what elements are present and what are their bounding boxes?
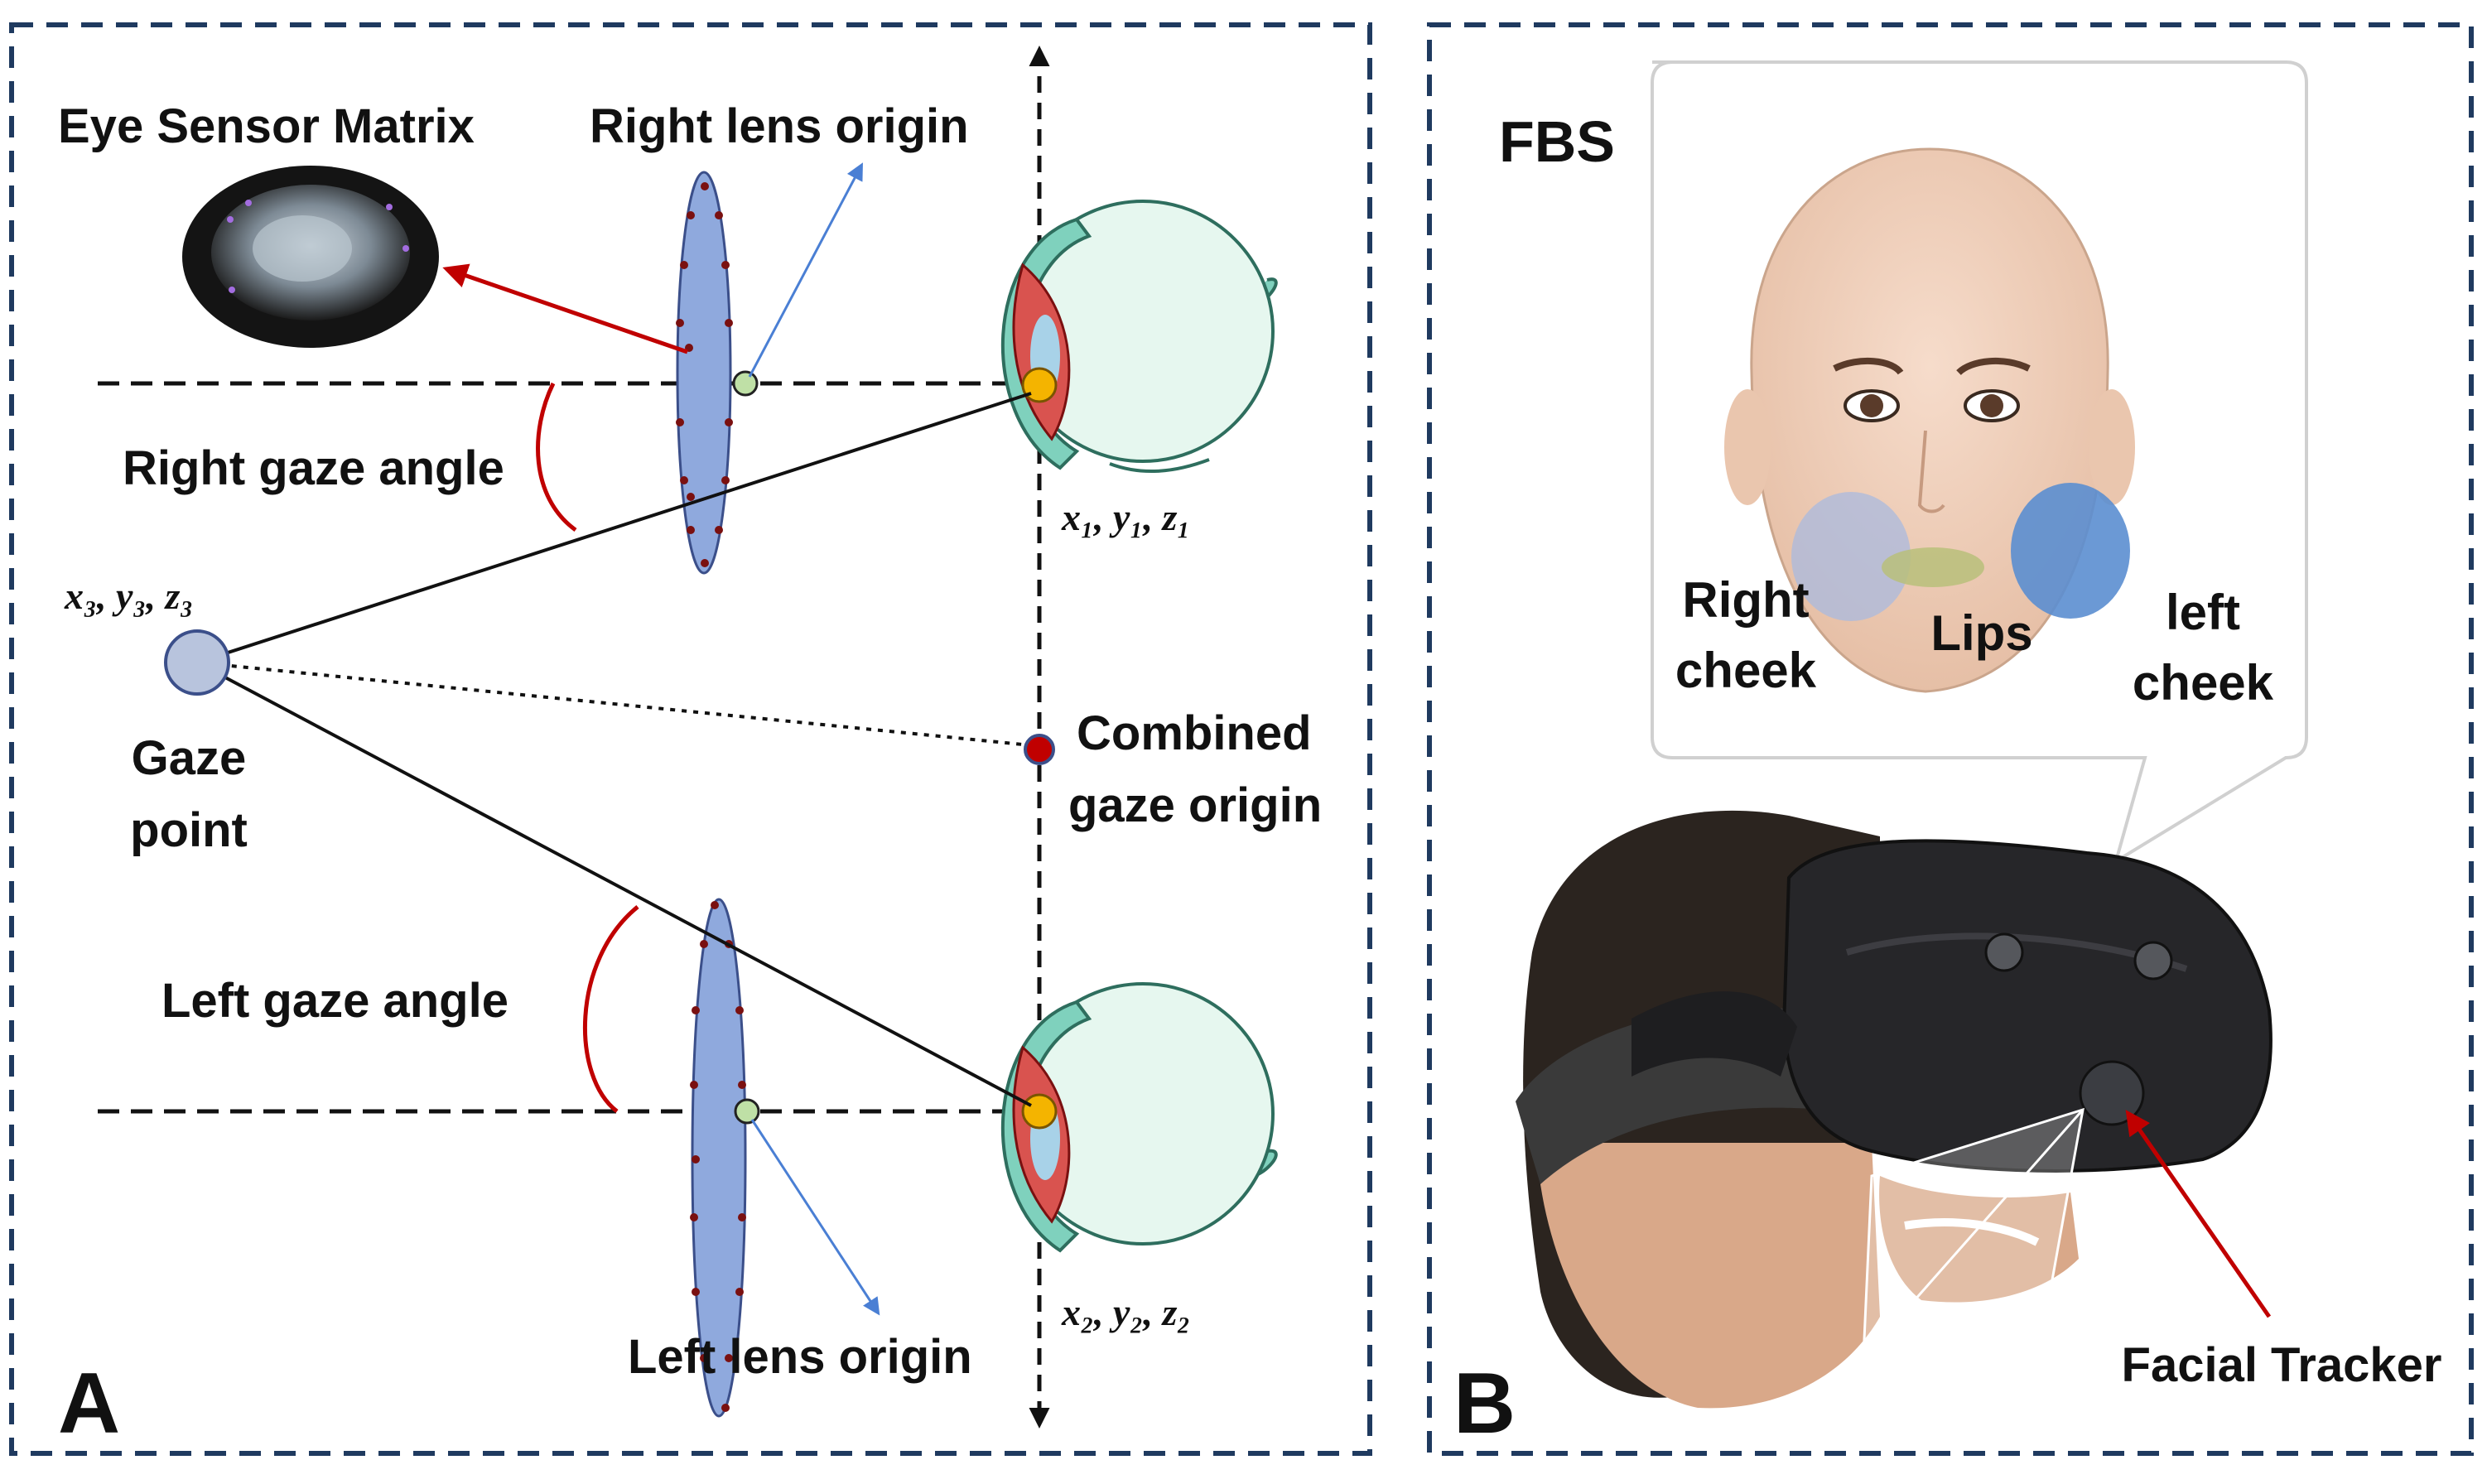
facial-tracker-fov-edge [1862, 1109, 2085, 1359]
fbs-label: FBS [1499, 109, 1615, 174]
right-pupil-point [1021, 367, 1058, 403]
panel-b-letter: B [1453, 1356, 1516, 1452]
left-gaze-angle-label: Left gaze angle [161, 974, 508, 1028]
lips-label: Lips [1930, 605, 2032, 661]
eye-sensor-label: Eye Sensor Matrix [58, 99, 475, 153]
left-eye [1000, 982, 1278, 1253]
left-cheek-region [2011, 483, 2130, 619]
right-cheek-label-line2: cheek [1675, 643, 1817, 698]
left-lens-origin-pointer [750, 1119, 880, 1316]
left-lens-origin-label: Left lens origin [628, 1330, 972, 1384]
combined-gaze-origin-marker [1024, 734, 1055, 765]
gaze-point-marker [164, 629, 230, 696]
combined-gaze-label-line2: gaze origin [1068, 778, 1322, 832]
right-gaze-ray [196, 392, 1032, 664]
gaze-point-label-line2: point [130, 803, 248, 857]
vr-headset-photo [1516, 810, 2273, 1409]
left-cheek-label-line1: left [2166, 585, 2240, 640]
facial-tracker-label: Facial Tracker [2122, 1338, 2442, 1392]
facial-tracker-arrow [2125, 1110, 2272, 1318]
left-gaze-ray [196, 661, 1032, 1107]
left-gaze-angle-arc [582, 905, 639, 1113]
right-eye-coordinates: x₁, y₁, z₁ [1061, 496, 1190, 538]
panel-a-letter: A [58, 1356, 120, 1452]
right-lens-origin-label: Right lens origin [590, 99, 969, 153]
lips-region [1882, 547, 1984, 587]
right-gaze-angle-arc [536, 382, 577, 532]
right-cheek-region [1791, 492, 1911, 621]
right-lens-origin-pointer [748, 162, 863, 378]
sensor-capture-arrow [442, 263, 688, 354]
left-pupil-point [1021, 1093, 1058, 1130]
right-gaze-angle-label: Right gaze angle [123, 441, 504, 495]
gaze-point-label-line1: Gaze [132, 731, 247, 785]
gaze-point-coordinates: x₃, y₃, z₃ [64, 575, 193, 617]
right-lens [676, 171, 733, 575]
right-lens-origin [732, 370, 759, 397]
combined-gaze-ray [196, 661, 1032, 747]
right-cheek-label-line1: Right [1682, 572, 1809, 628]
left-lens-origin [734, 1098, 760, 1125]
left-eye-coordinates: x₂, y₂, z₂ [1061, 1291, 1190, 1333]
panel-b-border [1427, 22, 2474, 1456]
right-eye [1000, 200, 1278, 474]
left-cheek-label-line2: cheek [2133, 655, 2274, 711]
combined-gaze-label-line1: Combined [1077, 706, 1312, 760]
eye-sensor-matrix-image [182, 166, 439, 348]
panel-a-border [9, 22, 1372, 1456]
